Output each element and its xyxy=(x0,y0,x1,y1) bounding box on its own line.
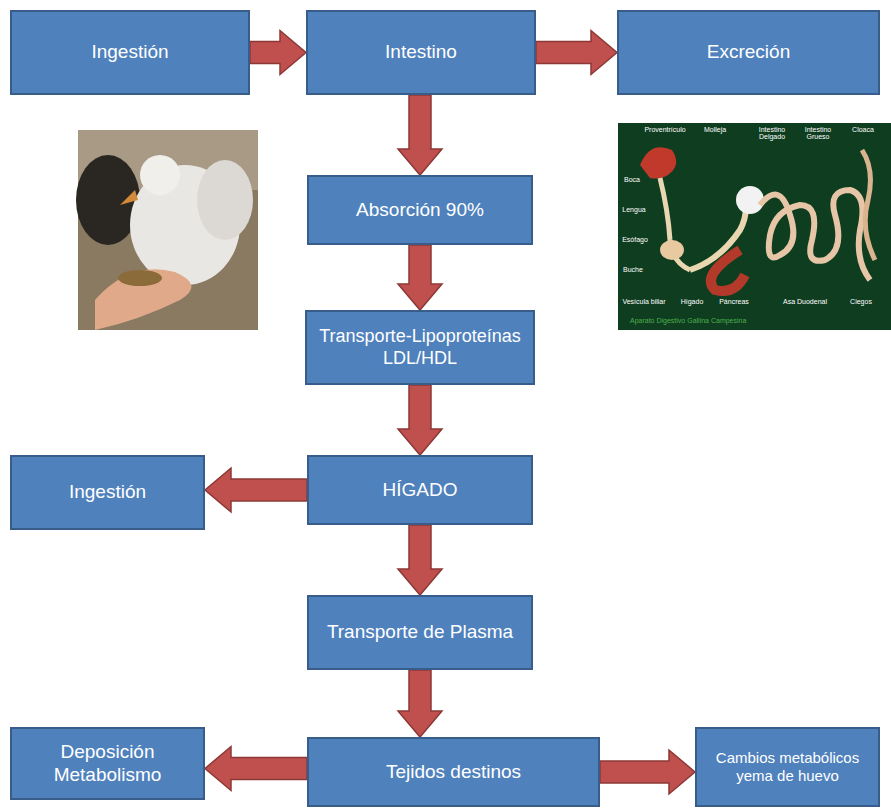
box-label: Ingestión xyxy=(69,481,146,504)
part-name: Vesícula biliar xyxy=(620,298,668,305)
figure-caption: Aparato Digestivo Gallina Campesina xyxy=(630,317,780,324)
part-name: Páncreas xyxy=(716,298,752,305)
block-arrow xyxy=(600,750,695,794)
part-name: Ciegos xyxy=(846,298,876,305)
part-name: Asa Duodenal xyxy=(782,298,828,305)
block-arrow xyxy=(250,31,306,75)
process-box: Intestino xyxy=(306,10,536,95)
box-label: Transporte de Plasma xyxy=(327,621,513,644)
part-name: Esófago xyxy=(620,236,650,243)
part-name: Lengua xyxy=(620,206,648,213)
box-label: Absorción 90% xyxy=(356,199,484,222)
part-name: Cloaca xyxy=(846,126,880,133)
block-arrow xyxy=(536,31,617,75)
box-label: Cambios metabólicos yema de huevo xyxy=(707,749,868,785)
process-box: Transporte de Plasma xyxy=(307,595,533,670)
box-label: Intestino xyxy=(385,41,457,64)
box-label: Ingestión xyxy=(91,41,168,64)
box-label: Tejidos destinos xyxy=(386,761,521,784)
part-name: Boca xyxy=(620,176,644,183)
part-name: Intestino Grueso xyxy=(800,126,836,141)
box-label: Transporte-Lipoproteínas LDL/HDL xyxy=(317,326,523,369)
part-name: Molleja xyxy=(698,126,732,133)
block-arrow xyxy=(398,385,442,455)
box-label: Deposición Metabolismo xyxy=(22,741,193,787)
part-name: Buche xyxy=(620,266,646,273)
block-arrow xyxy=(398,670,442,737)
chicken-photo xyxy=(76,130,258,330)
process-box: HÍGADO xyxy=(307,455,533,525)
process-box: Tejidos destinos xyxy=(307,737,600,807)
box-label: Excreción xyxy=(707,41,790,64)
digestive-tract-drawing xyxy=(618,123,891,330)
process-box: Ingestión xyxy=(10,10,250,95)
process-box: Transporte-Lipoproteínas LDL/HDL xyxy=(305,310,535,385)
process-box: Excreción xyxy=(617,10,880,95)
process-box: Deposición Metabolismo xyxy=(10,727,205,800)
part-name: Intestino Delgado xyxy=(752,126,792,141)
block-arrow xyxy=(205,747,307,791)
block-arrow xyxy=(398,95,442,175)
part-name: Proventrículo xyxy=(640,126,690,133)
box-label: HÍGADO xyxy=(383,479,458,502)
block-arrow xyxy=(398,245,442,310)
block-arrow xyxy=(205,468,307,512)
block-arrow xyxy=(398,525,442,595)
part-name: Hígado xyxy=(676,298,708,305)
process-box: Absorción 90% xyxy=(307,175,533,245)
process-box: Ingestión xyxy=(10,455,205,530)
process-box: Cambios metabólicos yema de huevo xyxy=(695,727,880,807)
